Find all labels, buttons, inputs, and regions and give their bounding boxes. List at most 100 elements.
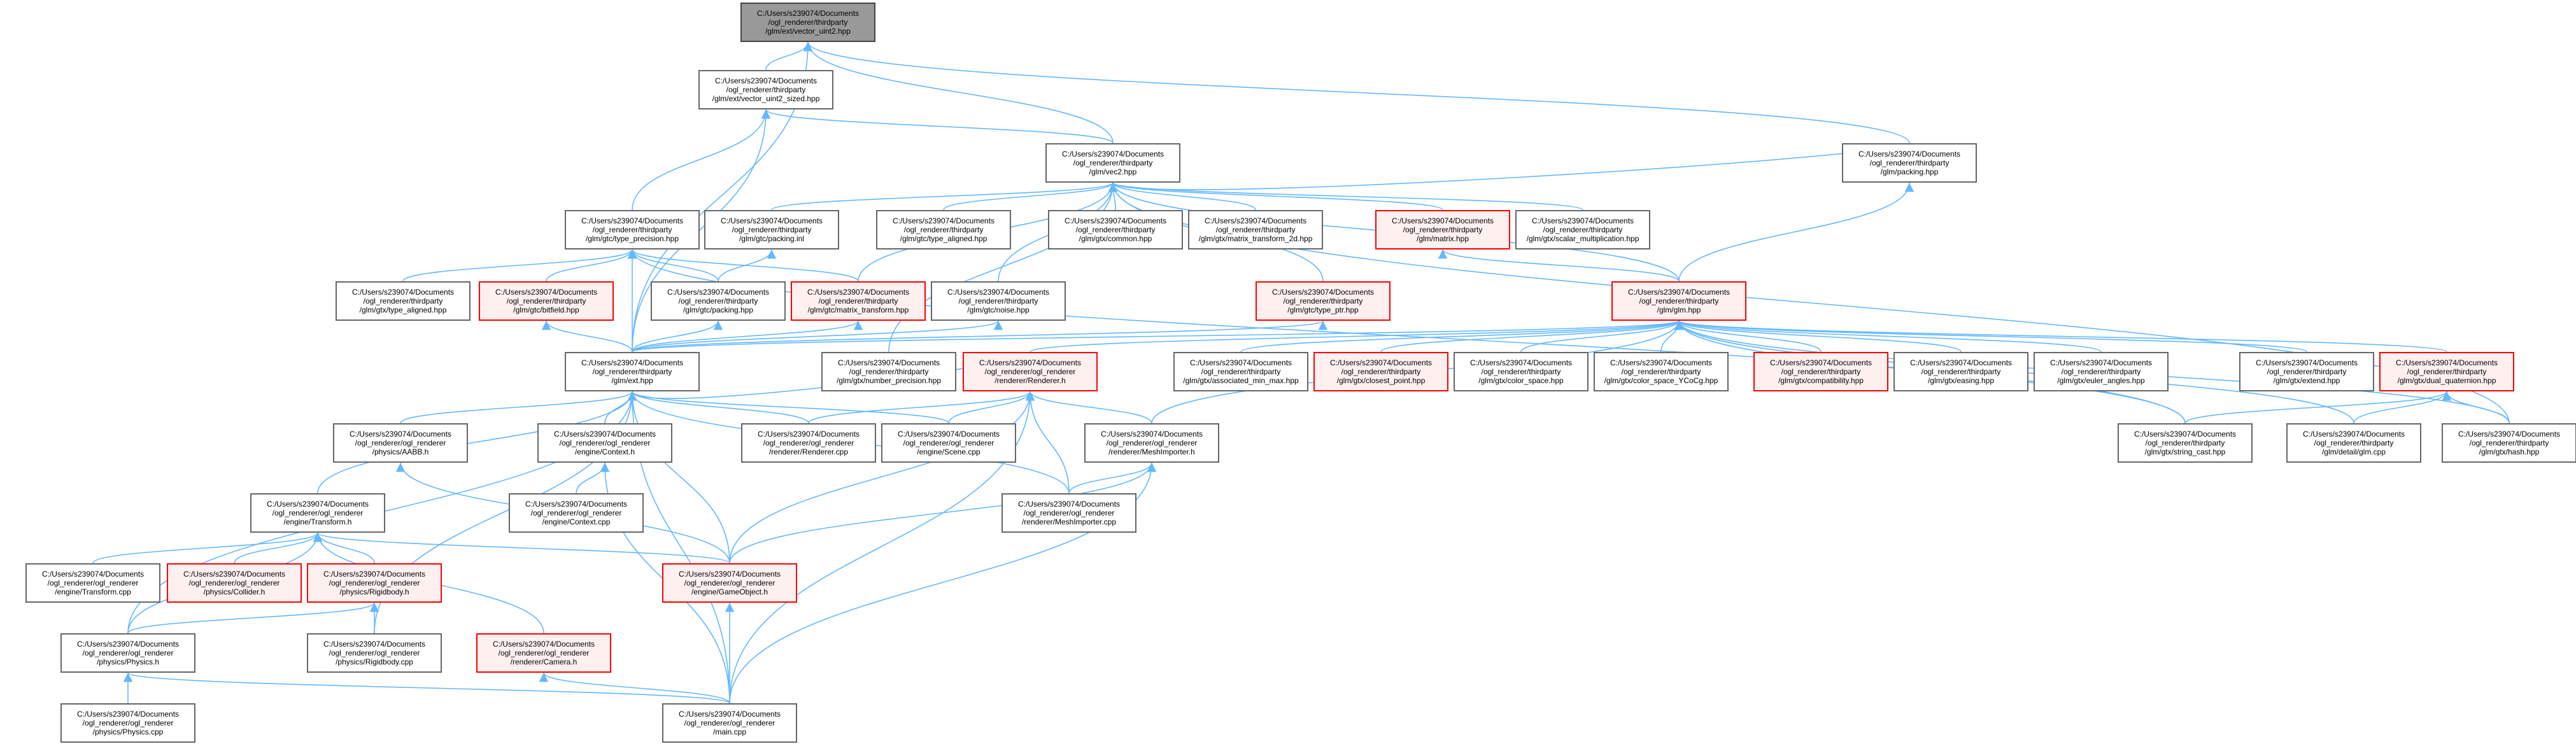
graph-node-n49[interactable]: C:/Users/s239074/Documents/ogl_renderer/… bbox=[662, 703, 797, 743]
graph-node-n38[interactable]: C:/Users/s239074/Documents/ogl_renderer/… bbox=[250, 493, 385, 533]
edge-n2-n1 bbox=[761, 109, 1114, 144]
graph-node-n1[interactable]: C:/Users/s239074/Documents/ogl_renderer/… bbox=[698, 70, 833, 109]
node-label-line: /ogl_renderer/thirdparty bbox=[732, 225, 812, 234]
graph-node-n28[interactable]: C:/Users/s239074/Documents/ogl_renderer/… bbox=[2239, 352, 2374, 391]
graph-node-n19[interactable]: C:/Users/s239074/Documents/ogl_renderer/… bbox=[821, 352, 956, 391]
graph-node-n14[interactable]: C:/Users/s239074/Documents/ogl_renderer/… bbox=[791, 281, 926, 321]
graph-node-n20[interactable]: C:/Users/s239074/Documents/ogl_renderer/… bbox=[963, 352, 1098, 391]
graph-node-n15[interactable]: C:/Users/s239074/Documents/ogl_renderer/… bbox=[931, 281, 1066, 321]
node-label-line: C:/Users/s239074/Documents bbox=[897, 430, 1000, 439]
graph-node-n35[interactable]: C:/Users/s239074/Documents/ogl_renderer/… bbox=[2118, 423, 2253, 463]
graph-node-n26[interactable]: C:/Users/s239074/Documents/ogl_renderer/… bbox=[1893, 352, 2028, 391]
graph-node-n30[interactable]: C:/Users/s239074/Documents/ogl_renderer/… bbox=[333, 423, 468, 463]
edge-n12-n4 bbox=[546, 249, 637, 282]
graph-node-n22[interactable]: C:/Users/s239074/Documents/ogl_renderer/… bbox=[1313, 352, 1448, 391]
graph-node-n44[interactable]: C:/Users/s239074/Documents/ogl_renderer/… bbox=[662, 563, 797, 603]
graph-node-n32[interactable]: C:/Users/s239074/Documents/ogl_renderer/… bbox=[741, 423, 876, 463]
edge-n37-n29 bbox=[2442, 391, 2510, 424]
graph-node-n13[interactable]: C:/Users/s239074/Documents/ogl_renderer/… bbox=[651, 281, 786, 321]
node-label-line: C:/Users/s239074/Documents bbox=[1909, 358, 2013, 367]
graph-node-n3[interactable]: C:/Users/s239074/Documents/ogl_renderer/… bbox=[1842, 143, 1977, 183]
graph-node-n11[interactable]: C:/Users/s239074/Documents/ogl_renderer/… bbox=[336, 281, 471, 321]
graph-node-n39[interactable]: C:/Users/s239074/Documents/ogl_renderer/… bbox=[509, 493, 644, 533]
edge-n32-n20 bbox=[808, 391, 1035, 424]
graph-node-n41[interactable]: C:/Users/s239074/Documents/ogl_renderer/… bbox=[25, 563, 160, 603]
node-label-line: /ogl_renderer/ogl_renderer bbox=[984, 367, 1076, 376]
graph-node-n37[interactable]: C:/Users/s239074/Documents/ogl_renderer/… bbox=[2442, 423, 2576, 463]
graph-node-n6[interactable]: C:/Users/s239074/Documents/ogl_renderer/… bbox=[876, 210, 1011, 249]
graph-node-n8[interactable]: C:/Users/s239074/Documents/ogl_renderer/… bbox=[1188, 210, 1323, 249]
node-label-line: /renderer/MeshImporter.h bbox=[1108, 447, 1195, 456]
node-label-line: /ogl_renderer/thirdparty bbox=[2407, 367, 2487, 376]
node-label-line: /ogl_renderer/thirdparty bbox=[1201, 367, 1281, 376]
graph-node-n2[interactable]: C:/Users/s239074/Documents/ogl_renderer/… bbox=[1045, 143, 1180, 183]
graph-node-n5[interactable]: C:/Users/s239074/Documents/ogl_renderer/… bbox=[704, 210, 839, 249]
graph-node-n10[interactable]: C:/Users/s239074/Documents/ogl_renderer/… bbox=[1515, 210, 1650, 249]
graph-node-n4[interactable]: C:/Users/s239074/Documents/ogl_renderer/… bbox=[565, 210, 700, 249]
graph-node-n45[interactable]: C:/Users/s239074/Documents/ogl_renderer/… bbox=[60, 633, 195, 673]
edge-n45-n43 bbox=[127, 602, 379, 634]
graph-node-n31[interactable]: C:/Users/s239074/Documents/ogl_renderer/… bbox=[537, 423, 672, 463]
node-label-line: /ogl_renderer/thirdparty bbox=[1869, 158, 1950, 167]
graph-node-n21[interactable]: C:/Users/s239074/Documents/ogl_renderer/… bbox=[1173, 352, 1308, 391]
node-label-line: /ogl_renderer/thirdparty bbox=[506, 297, 586, 305]
edge-n44-n18 bbox=[627, 391, 730, 564]
node-label-line: C:/Users/s239074/Documents bbox=[1017, 500, 1121, 509]
edge-n1-n0 bbox=[765, 41, 813, 71]
node-label-line: /glm/gtx/compatibility.hpp bbox=[1778, 376, 1864, 385]
graph-node-n42[interactable]: C:/Users/s239074/Documents/ogl_renderer/… bbox=[167, 563, 302, 603]
node-label-line: C:/Users/s239074/Documents bbox=[2049, 358, 2153, 367]
graph-node-n0[interactable]: C:/Users/s239074/Documents/ogl_renderer/… bbox=[740, 3, 875, 42]
graph-node-n46[interactable]: C:/Users/s239074/Documents/ogl_renderer/… bbox=[307, 633, 442, 673]
graph-node-n17[interactable]: C:/Users/s239074/Documents/ogl_renderer/… bbox=[1611, 281, 1746, 321]
edge-n20-n17 bbox=[1030, 320, 1683, 353]
edge-n18-n16 bbox=[632, 320, 1327, 353]
edge-n18-n13 bbox=[632, 320, 723, 353]
node-label-line: C:/Users/s239074/Documents bbox=[807, 288, 910, 297]
graph-node-n18[interactable]: C:/Users/s239074/Documents/ogl_renderer/… bbox=[565, 352, 700, 391]
edge-n9-n2 bbox=[1108, 182, 1443, 211]
graph-node-n23[interactable]: C:/Users/s239074/Documents/ogl_renderer/… bbox=[1454, 352, 1589, 391]
graph-node-n36[interactable]: C:/Users/s239074/Documents/ogl_renderer/… bbox=[2286, 423, 2421, 463]
node-label-line: /engine/Context.h bbox=[574, 447, 635, 456]
graph-node-n48[interactable]: C:/Users/s239074/Documents/ogl_renderer/… bbox=[60, 703, 195, 743]
node-label-line: C:/Users/s239074/Documents bbox=[1610, 358, 1713, 367]
node-label-line: /glm/gtx/extend.hpp bbox=[2273, 376, 2340, 385]
graph-node-n16[interactable]: C:/Users/s239074/Documents/ogl_renderer/… bbox=[1256, 281, 1391, 321]
graph-node-n29[interactable]: C:/Users/s239074/Documents/ogl_renderer/… bbox=[2379, 352, 2514, 391]
graph-node-n47[interactable]: C:/Users/s239074/Documents/ogl_renderer/… bbox=[476, 633, 611, 673]
node-label-line: C:/Users/s239074/Documents bbox=[947, 288, 1050, 297]
edge-n36-n29 bbox=[2353, 391, 2452, 424]
graph-node-n43[interactable]: C:/Users/s239074/Documents/ogl_renderer/… bbox=[307, 563, 442, 603]
node-label-line: C:/Users/s239074/Documents bbox=[979, 358, 1082, 367]
graph-node-n7[interactable]: C:/Users/s239074/Documents/ogl_renderer/… bbox=[1048, 210, 1183, 249]
graph-node-n12[interactable]: C:/Users/s239074/Documents/ogl_renderer/… bbox=[479, 281, 614, 321]
node-label-line: /renderer/Renderer.cpp bbox=[768, 447, 849, 456]
graph-node-n33[interactable]: C:/Users/s239074/Documents/ogl_renderer/… bbox=[881, 423, 1016, 463]
edge-n32-n18 bbox=[627, 391, 809, 424]
graph-node-n34[interactable]: C:/Users/s239074/Documents/ogl_renderer/… bbox=[1084, 423, 1219, 463]
node-label-line: /ogl_renderer/thirdparty bbox=[2145, 439, 2225, 447]
graph-node-n24[interactable]: C:/Users/s239074/Documents/ogl_renderer/… bbox=[1594, 352, 1729, 391]
edge-n8-n2 bbox=[1108, 182, 1256, 211]
node-label-line: /renderer/Renderer.h bbox=[994, 376, 1066, 385]
node-label-line: /ogl_renderer/thirdparty bbox=[592, 367, 672, 376]
graph-node-n40[interactable]: C:/Users/s239074/Documents/ogl_renderer/… bbox=[1001, 493, 1136, 533]
node-label-line: /glm/gtx/type_aligned.hpp bbox=[359, 305, 447, 314]
edge-n6-n2 bbox=[943, 182, 1118, 211]
graph-node-n9[interactable]: C:/Users/s239074/Documents/ogl_renderer/… bbox=[1375, 210, 1510, 249]
node-label-line: /ogl_renderer/thirdparty bbox=[1073, 158, 1153, 167]
graph-node-n25[interactable]: C:/Users/s239074/Documents/ogl_renderer/… bbox=[1753, 352, 1888, 391]
edge-n49-n45 bbox=[124, 672, 730, 704]
node-label-line: C:/Users/s239074/Documents bbox=[349, 430, 452, 439]
node-label-line: /ogl_renderer/thirdparty bbox=[958, 297, 1038, 305]
node-label-line: /glm/gtx/scalar_multiplication.hpp bbox=[1526, 234, 1639, 243]
edge-n18-n14 bbox=[632, 320, 863, 353]
node-label-line: /glm/matrix.hpp bbox=[1416, 234, 1469, 243]
graph-node-n27[interactable]: C:/Users/s239074/Documents/ogl_renderer/… bbox=[2034, 352, 2169, 391]
edge-n40-n20 bbox=[1025, 391, 1070, 494]
node-label-line: /ogl_renderer/thirdparty bbox=[1481, 367, 1561, 376]
node-label-line: C:/Users/s239074/Documents bbox=[1061, 150, 1164, 158]
node-label-line: /ogl_renderer/thirdparty bbox=[1639, 297, 1719, 305]
edge-n27-n17 bbox=[1674, 320, 2102, 353]
